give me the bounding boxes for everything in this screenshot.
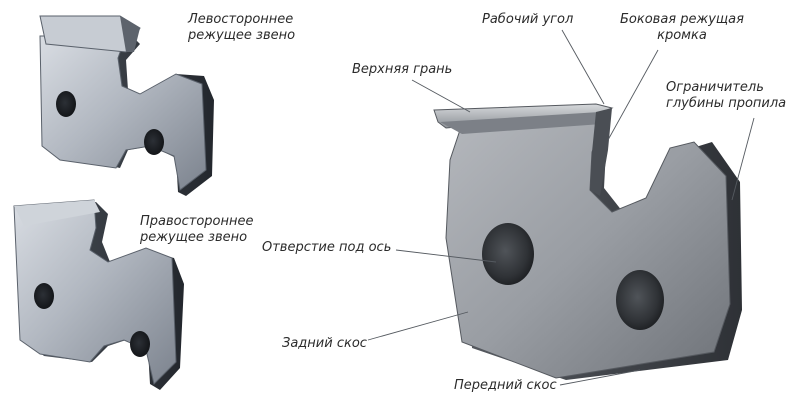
left-link-hole-1: [56, 91, 76, 117]
left-link-label-line-1: Левостороннее: [188, 12, 294, 27]
depth-limiter-label-line-2: глубины пропила: [666, 96, 787, 111]
rear-bevel-label: Задний скос: [282, 336, 367, 351]
axle-hole-1: [482, 223, 534, 285]
working-angle-label: Рабочий угол: [482, 12, 574, 27]
right-link-label: Правостороннее режущее звено: [140, 214, 253, 246]
leader-lines: [367, 29, 755, 386]
side-edge-label-line-2: кромка: [657, 28, 707, 43]
side-cutting-edge: [590, 108, 612, 196]
leader-axle-hole: [395, 249, 497, 263]
leader-top-face: [411, 79, 471, 113]
top-face-label: Верхняя грань: [352, 62, 453, 77]
left-link-hole-2: [144, 129, 164, 155]
side-edge-label: Боковая режущая кромка: [620, 12, 744, 44]
right-link-hole-1: [34, 283, 54, 309]
axle-hole-label: Отверстие под ось: [262, 240, 392, 255]
axle-hole-2: [616, 270, 664, 330]
depth-limiter-label-line-1: Ограничитель: [666, 80, 764, 95]
left-link-tab-side: [120, 16, 140, 52]
leader-front-bevel: [559, 369, 641, 386]
leader-working-angle: [561, 29, 605, 105]
left-link-label: Левостороннее режущее звено: [188, 12, 295, 44]
right-link-top-face: [14, 200, 100, 226]
left-link-face: [39, 35, 207, 191]
right-link-label-line-1: Правостороннее: [140, 214, 254, 229]
side-edge-label-line-1: Боковая режущая: [620, 12, 744, 27]
top-plate-underside: [440, 112, 602, 134]
right-link-label-line-2: режущее звено: [140, 230, 248, 245]
left-link-label-line-2: режущее звено: [188, 28, 296, 43]
left-hand-link: [39, 15, 214, 196]
right-link-hole-2: [130, 331, 150, 357]
right-hand-link: [13, 199, 184, 390]
leader-side-edge: [607, 49, 659, 141]
front-bevel-label: Передний скос: [454, 378, 557, 393]
leader-rear-bevel: [367, 311, 469, 341]
detailed-link: [433, 103, 742, 380]
leader-depth-limiter: [731, 117, 755, 201]
depth-limiter-label: Ограничитель глубины пропила: [666, 80, 786, 112]
